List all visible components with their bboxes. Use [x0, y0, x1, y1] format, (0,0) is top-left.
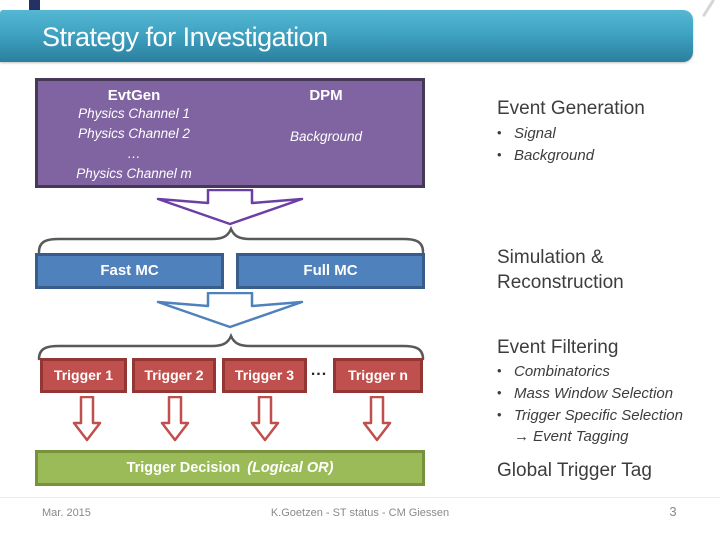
- bullet-text: Trigger Specific Selection: [514, 407, 683, 424]
- physics-channel-line: Physics Channel m: [76, 166, 192, 181]
- down-arrow-icon: [72, 396, 102, 442]
- event-filtering-heading: Event Filtering: [497, 337, 619, 358]
- global-trigger-heading: Global Trigger Tag: [497, 460, 652, 481]
- trigger-2-box: Trigger 2: [132, 358, 216, 393]
- physics-channel-line: Physics Channel 1: [78, 106, 190, 121]
- brace-mc-icon: [37, 226, 425, 254]
- dpm-title: DPM: [309, 87, 343, 104]
- footer-separator: [0, 497, 720, 498]
- down-arrow-icon: [156, 292, 304, 329]
- bullet-dot: •: [497, 363, 502, 378]
- down-arrow-icon: [156, 189, 304, 226]
- trigger-decision-label: Trigger Decision: [126, 460, 241, 476]
- full-mc-box: Full MC: [236, 253, 425, 289]
- navy-accent-square: [29, 0, 40, 10]
- bullet-text: Signal: [514, 125, 556, 142]
- bullet-dot: •: [497, 407, 502, 422]
- corner-swoosh-decoration: [701, 0, 716, 18]
- bullet-dot: •: [497, 125, 502, 140]
- slide-title-bar: Strategy for Investigation: [0, 10, 693, 62]
- dpm-column: DPM Background: [230, 81, 422, 185]
- bullet-item: • Background: [497, 144, 594, 166]
- physics-channel-line: Physics Channel 2: [78, 126, 190, 141]
- fast-mc-box: Fast MC: [35, 253, 224, 289]
- evtgen-column: EvtGen Physics Channel 1 Physics Channel…: [38, 81, 230, 185]
- page-number: 3: [669, 504, 677, 519]
- slide-title: Strategy for Investigation: [42, 22, 328, 52]
- down-arrow-icon: [160, 396, 190, 442]
- footer-date: Mar. 2015: [42, 507, 91, 519]
- brace-trigger-icon: [37, 333, 425, 361]
- ellipsis-line: …: [127, 146, 141, 161]
- event-filtering-bullets: • Combinatorics • Mass Window Selection • T…: [497, 360, 683, 447]
- trigger-ellipsis: ...: [310, 362, 328, 379]
- bullet-dot: •: [497, 147, 502, 162]
- trigger-decision-box: Trigger Decision (Logical OR): [35, 450, 425, 486]
- trigger-1-box: Trigger 1: [40, 358, 127, 393]
- event-generation-bullets: • Signal • Background: [497, 122, 594, 166]
- bullet-dot: •: [497, 385, 502, 400]
- bullet-item: • Trigger Specific Selection: [497, 404, 683, 426]
- simulation-reconstruction-heading: Simulation & Reconstruction: [497, 247, 624, 293]
- trigger-3-box: Trigger 3: [222, 358, 307, 393]
- bullet-text: Combinatorics: [514, 363, 610, 380]
- evtgen-title: EvtGen: [107, 87, 161, 104]
- bullet-item: • Combinatorics: [497, 360, 683, 382]
- trigger-n-box: Trigger n: [333, 358, 423, 393]
- bullet-item: • Mass Window Selection: [497, 382, 683, 404]
- trigger-decision-suffix: (Logical OR): [247, 460, 334, 476]
- event-generation-box: EvtGen Physics Channel 1 Physics Channel…: [35, 78, 425, 188]
- down-arrow-icon: [250, 396, 280, 442]
- dpm-background-line: Background: [289, 129, 363, 144]
- event-tagging-note: → Event Tagging: [514, 428, 629, 445]
- down-arrow-icon: [362, 396, 392, 442]
- event-generation-heading: Event Generation: [497, 98, 645, 119]
- bullet-text: Background: [514, 147, 595, 164]
- bullet-text: Mass Window Selection: [514, 385, 674, 402]
- bullet-item: • Signal: [497, 122, 594, 144]
- footer-credit: K.Goetzen - ST status - CM Giessen: [270, 507, 450, 519]
